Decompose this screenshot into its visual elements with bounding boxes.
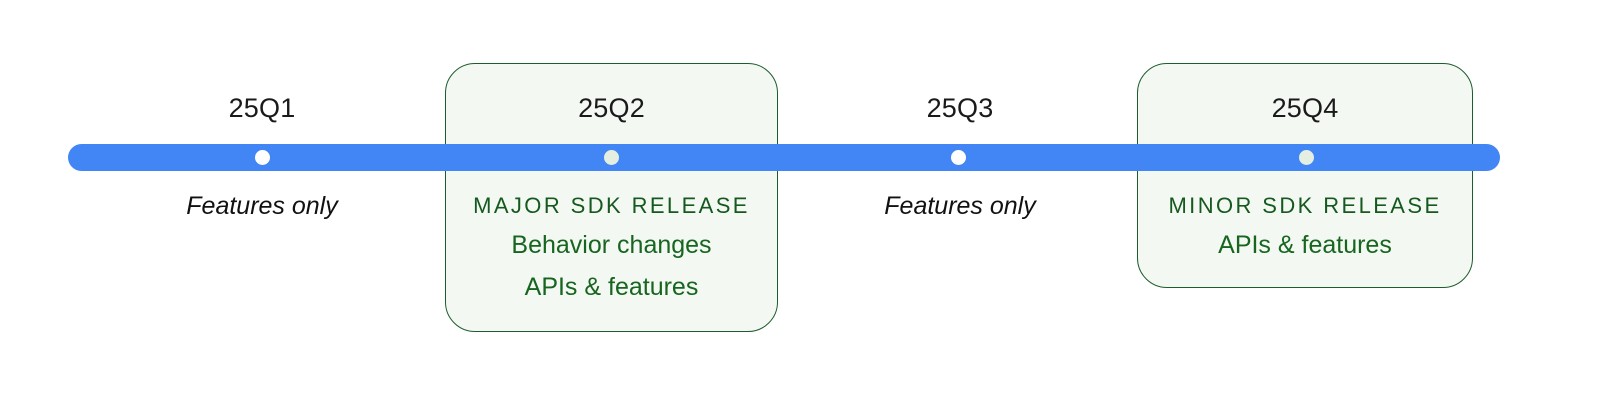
quarter-notes-25q3: Features only <box>820 188 1100 224</box>
release-detail-25q4-0: APIs & features <box>1218 231 1392 259</box>
release-card-25q2 <box>445 63 778 332</box>
release-card-25q4 <box>1137 63 1473 288</box>
timeline-rail <box>68 144 1500 171</box>
timeline-column-25q1: 25Q1 Features only <box>122 0 402 409</box>
timeline-column-25q4: 25Q4 MINOR SDK RELEASE APIs & features <box>1137 0 1473 409</box>
quarter-label-25q1: 25Q1 <box>228 93 296 123</box>
timeline-column-25q2: 25Q2 MAJOR SDK RELEASE Behavior changes … <box>445 0 778 409</box>
release-kicker-25q4: MINOR SDK RELEASE <box>1168 193 1442 218</box>
release-detail-25q2-0: Behavior changes <box>511 231 712 259</box>
features-only-note-25q1: Features only <box>186 192 338 220</box>
quarter-notes-25q4: MINOR SDK RELEASE APIs & features <box>1137 188 1473 266</box>
timeline-column-25q3: 25Q3 Features only <box>820 0 1100 409</box>
quarter-label-25q2: 25Q2 <box>578 93 645 123</box>
quarter-notes-25q1: Features only <box>122 188 402 224</box>
node-dot-25q4 <box>1299 150 1314 165</box>
node-dot-25q1 <box>255 150 270 165</box>
node-dot-25q2 <box>604 150 619 165</box>
quarter-label-25q4: 25Q4 <box>1271 93 1339 123</box>
release-kicker-25q2: MAJOR SDK RELEASE <box>473 193 750 218</box>
quarter-label-25q3: 25Q3 <box>926 93 994 123</box>
quarter-notes-25q2: MAJOR SDK RELEASE Behavior changes APIs … <box>445 188 778 308</box>
features-only-note-25q3: Features only <box>884 192 1036 220</box>
node-dot-25q3 <box>951 150 966 165</box>
release-detail-25q2-1: APIs & features <box>524 273 699 301</box>
